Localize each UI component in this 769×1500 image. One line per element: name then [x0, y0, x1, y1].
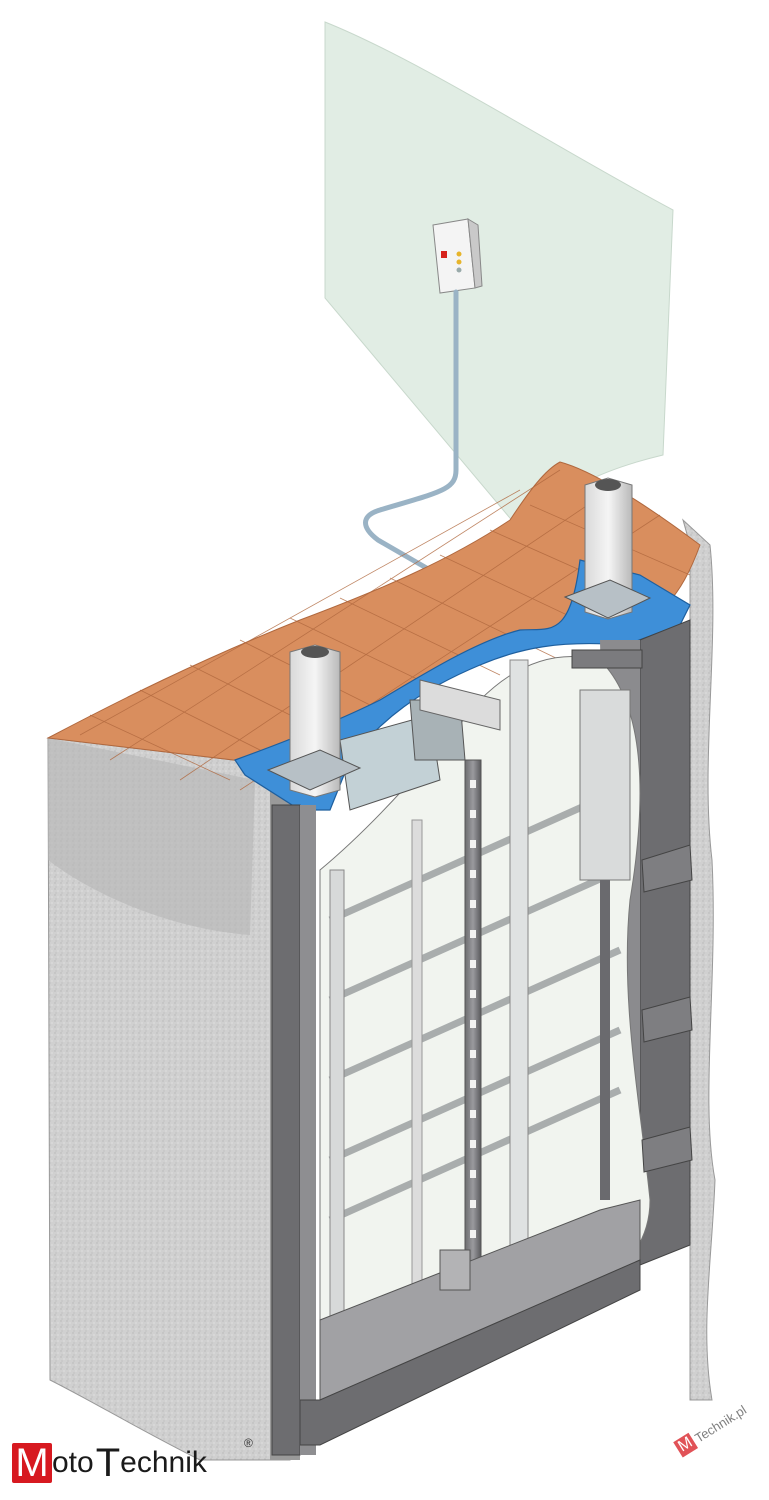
logo-mark: M [12, 1443, 52, 1483]
logo-word-1: oto [52, 1446, 94, 1479]
mototechnik-logo: M oto T echnik ® [12, 1436, 253, 1486]
drive-motor [339, 679, 501, 811]
control-box [432, 218, 483, 294]
guide-rails [329, 659, 529, 1361]
bottom-beam [299, 1199, 641, 1446]
frame-brackets [641, 844, 693, 1173]
glass-wall [324, 21, 674, 531]
right-actuator [571, 649, 643, 1200]
pillar-left [266, 644, 362, 798]
logo-mark-2: T [95, 1440, 121, 1485]
conduit-cable [363, 289, 503, 601]
rack-teeth [470, 780, 476, 1238]
logo-word-2: echnik [120, 1446, 207, 1479]
pillar-right [563, 477, 652, 620]
registered-mark: ® [244, 1436, 253, 1450]
